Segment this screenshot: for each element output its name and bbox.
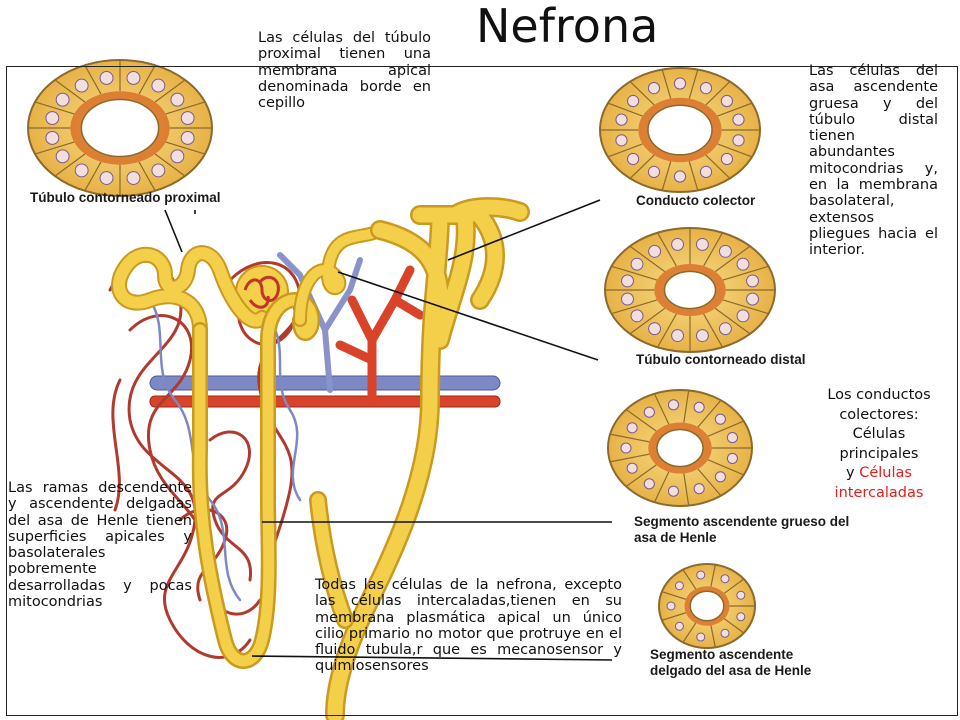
cross-sections [27, 59, 776, 649]
annotation-proximal: Las células del túbulo proximal tienen u… [258, 30, 431, 112]
cross-section-thin-ascending [658, 563, 756, 649]
leader-distal [337, 271, 599, 361]
intercalated-cells-highlight: Células intercaladas [834, 465, 924, 501]
label-distal-tubule: Túbulo contorneado distal [636, 352, 806, 367]
figure-frame [6, 66, 958, 716]
artery-horizontal [149, 395, 501, 408]
label-thick-ascending-1: Segmento ascendente grueso del [634, 514, 850, 529]
collectors-line-1: Los conductos colectores: [827, 387, 931, 423]
label-proximal-tubule: Túbulo contorneado proximal [30, 190, 221, 205]
cross-section-thick-ascending [607, 389, 753, 507]
label-collecting-duct: Conducto colector [636, 193, 756, 208]
cross-section-proximal [27, 59, 213, 197]
cross-section-collector-thick [599, 67, 761, 193]
page-title: Nefrona [476, 0, 659, 53]
leader-collector [447, 199, 601, 261]
annotation-distal: Las células del asa ascendente gruesa y … [809, 63, 938, 259]
annotation-primary-cilium: Todas las células de la nefrona, excepto… [315, 577, 622, 675]
leader-thin [251, 655, 613, 661]
cross-section-collecting-duct [604, 227, 776, 353]
label-thin-ascending-2: delgado del asa de Henle [650, 663, 812, 678]
annotation-collectors: Los conductos colectores: Células princi… [818, 386, 940, 503]
leader-lines [164, 199, 613, 661]
label-thick-ascending-2: asa de Henle [634, 530, 717, 545]
blood-vessels [108, 252, 501, 659]
collectors-line-2: Células principales [839, 426, 919, 462]
annotation-henle-thin: Las ramas descendente y ascendente delga… [8, 480, 192, 611]
interlobular-artery [335, 265, 425, 405]
label-thin-ascending-1: Segmento ascendente [650, 647, 794, 662]
vein-horizontal [149, 375, 501, 391]
collectors-line-3: y Células intercaladas [834, 465, 924, 501]
tubules [111, 197, 530, 720]
leader-proximal [164, 209, 183, 253]
